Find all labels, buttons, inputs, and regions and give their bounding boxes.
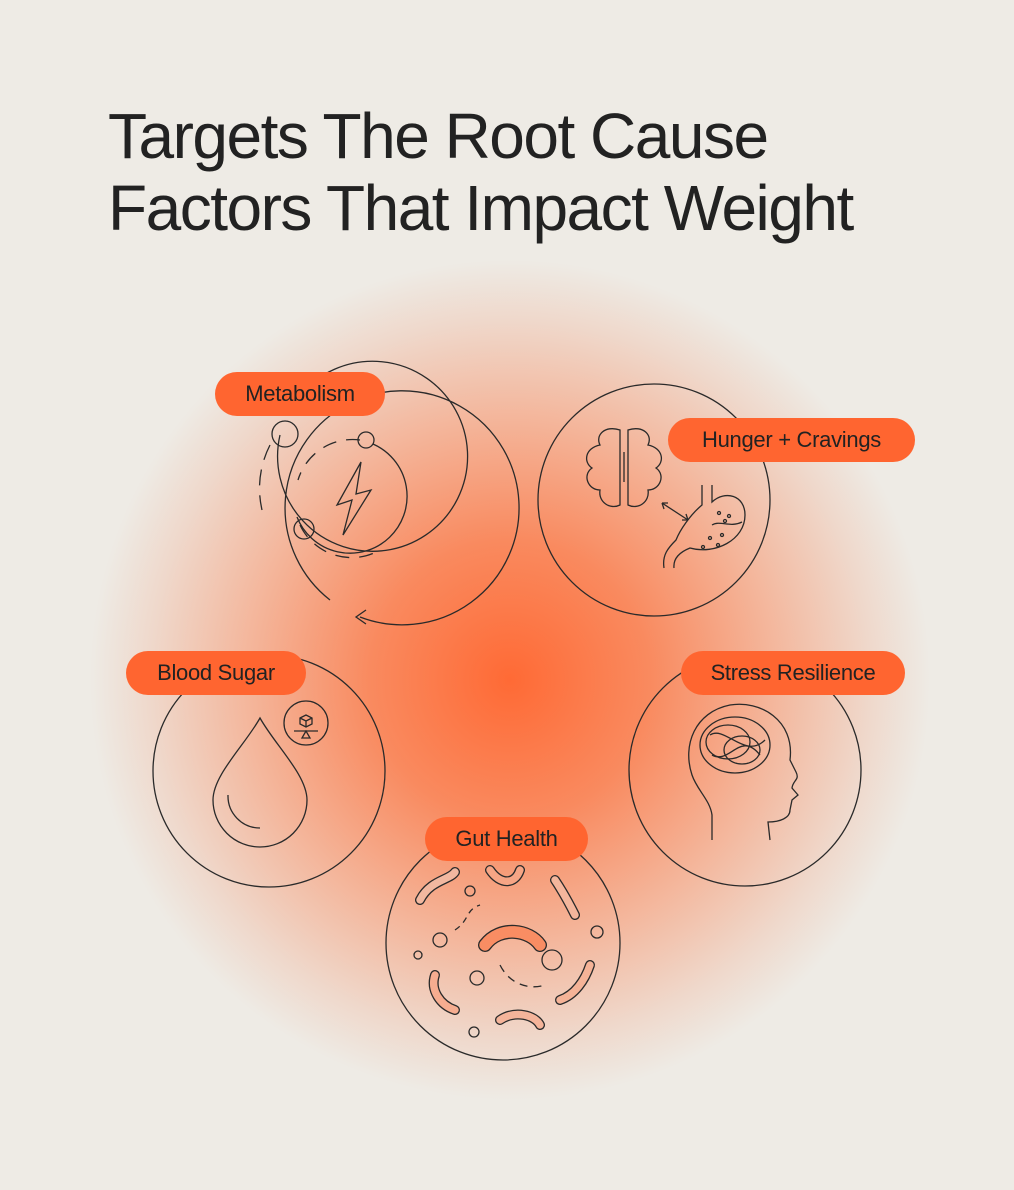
label-hunger-cravings: Hunger + Cravings — [668, 418, 915, 462]
title-line-2: Factors That Impact Weight — [108, 172, 854, 244]
label-stress-resilience: Stress Resilience — [681, 651, 905, 695]
label-metabolism: Metabolism — [215, 372, 385, 416]
label-gut-health: Gut Health — [425, 817, 588, 861]
title-line-1: Targets The Root Cause — [108, 100, 769, 172]
page-title: Targets The Root Cause Factors That Impa… — [108, 100, 854, 244]
brain-stomach-icon — [537, 383, 771, 617]
head-brain-icon — [628, 653, 862, 887]
gut-bacteria-icon — [385, 825, 621, 1061]
label-blood-sugar: Blood Sugar — [126, 651, 306, 695]
metabolism-cycle-icon — [258, 360, 520, 626]
